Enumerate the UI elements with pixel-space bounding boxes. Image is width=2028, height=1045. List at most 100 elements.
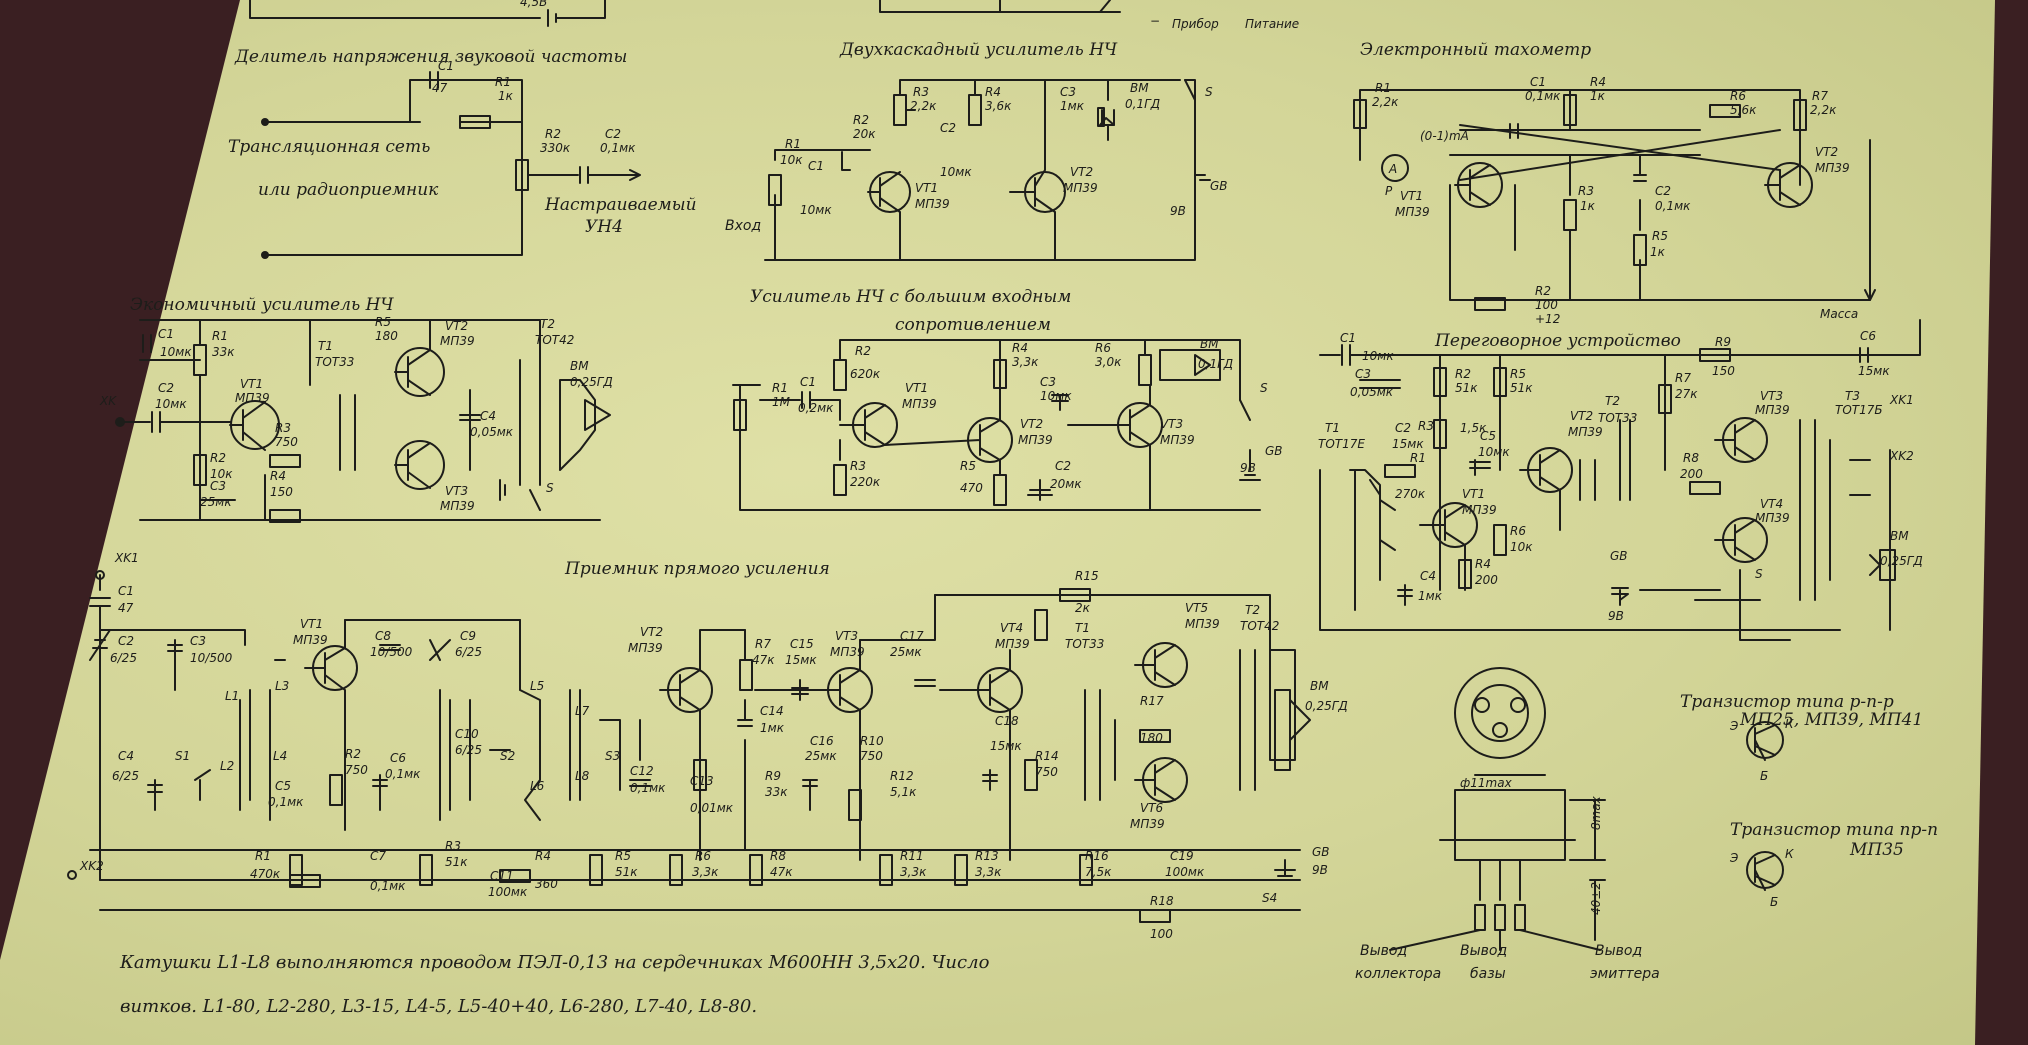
svg-text:C2: C2	[940, 121, 956, 135]
svg-text:1к: 1к	[498, 89, 514, 103]
svg-text:Прибор: Прибор	[1172, 17, 1219, 31]
svg-text:R2: R2	[545, 127, 561, 141]
svg-text:1мк: 1мк	[1418, 589, 1443, 603]
svg-text:коллектора: коллектора	[1355, 966, 1441, 982]
svg-text:9В: 9В	[1608, 609, 1624, 623]
svg-text:S4: S4	[1262, 891, 1277, 905]
svg-text:750: 750	[345, 763, 368, 777]
svg-text:40±2: 40±2	[1589, 882, 1603, 915]
svg-text:C1: C1	[800, 375, 816, 389]
receiver-title: Приемник прямого усиления	[564, 559, 830, 579]
svg-text:25мк: 25мк	[890, 645, 922, 659]
svg-text:VT1: VT1	[905, 381, 928, 395]
svg-text:10мк: 10мк	[940, 165, 972, 179]
svg-text:МП39: МП39	[235, 391, 270, 405]
svg-text:2,2к: 2,2к	[1810, 103, 1837, 117]
svg-text:750: 750	[1035, 765, 1058, 779]
svg-text:10мк: 10мк	[1362, 349, 1394, 363]
svg-text:470: 470	[960, 481, 983, 495]
svg-text:эмиттера: эмиттера	[1590, 966, 1660, 982]
svg-text:T1: T1	[1325, 421, 1340, 435]
svg-text:L1: L1	[225, 689, 239, 703]
intercom-title: Переговорное устройство	[1434, 331, 1681, 351]
svg-text:МП39: МП39	[915, 197, 950, 211]
svg-text:К: К	[1785, 847, 1794, 861]
svg-text:МП39: МП39	[1395, 205, 1430, 219]
svg-text:470к: 470к	[250, 867, 281, 881]
svg-text:МП39: МП39	[1063, 181, 1098, 195]
svg-text:T2: T2	[1605, 394, 1620, 408]
svg-text:3,6к: 3,6к	[985, 99, 1012, 113]
svg-text:C17: C17	[900, 629, 924, 643]
svg-text:100: 100	[1535, 298, 1558, 312]
svg-text:4,5В: 4,5В	[520, 0, 547, 9]
svg-text:47: 47	[118, 601, 134, 615]
svg-text:C4: C4	[118, 749, 134, 763]
svg-text:100: 100	[1150, 927, 1173, 941]
svg-text:R14: R14	[1035, 749, 1059, 763]
svg-text:Транзистор типа пр-п: Транзистор типа пр-п	[1730, 820, 1938, 840]
svg-text:R2: R2	[1455, 367, 1471, 381]
svg-text:9В: 9В	[1240, 461, 1256, 475]
svg-text:47к: 47к	[770, 865, 793, 879]
svg-text:R2: R2	[1535, 284, 1551, 298]
svg-text:VT3: VT3	[835, 629, 858, 643]
svg-text:1мк: 1мк	[1060, 99, 1085, 113]
svg-text:C1: C1	[438, 59, 454, 73]
svg-text:ТОТ33: ТОТ33	[1598, 411, 1637, 425]
svg-text:МП39: МП39	[1815, 161, 1850, 175]
svg-text:МП25, МП39, МП41: МП25, МП39, МП41	[1739, 710, 1923, 730]
svg-text:C12: C12	[630, 764, 654, 778]
svg-text:1к: 1к	[1650, 245, 1666, 259]
svg-text:0,1мк: 0,1мк	[385, 767, 421, 781]
svg-text:C14: C14	[760, 704, 784, 718]
svg-text:C5: C5	[1480, 429, 1496, 443]
svg-text:VT2: VT2	[1570, 409, 1593, 423]
svg-text:10/500: 10/500	[190, 651, 233, 665]
svg-text:R6: R6	[1510, 524, 1526, 538]
svg-text:R6: R6	[1730, 89, 1746, 103]
svg-text:C2: C2	[605, 127, 621, 141]
svg-text:R11: R11	[900, 849, 924, 863]
svg-text:5,1к: 5,1к	[890, 785, 917, 799]
svg-text:3,3к: 3,3к	[692, 865, 719, 879]
svg-text:VT6: VT6	[1140, 801, 1164, 815]
svg-text:C1: C1	[1530, 75, 1546, 89]
svg-text:XK1: XK1	[1889, 393, 1914, 407]
svg-text:R3: R3	[1578, 184, 1594, 198]
svg-text:6/25: 6/25	[110, 651, 137, 665]
svg-text:Трансляционная сеть: Трансляционная сеть	[228, 137, 430, 157]
svg-text:XK2: XK2	[1889, 449, 1914, 463]
svg-text:L7: L7	[575, 704, 590, 718]
svg-text:R3: R3	[275, 421, 291, 435]
svg-text:VT2: VT2	[1815, 145, 1838, 159]
svg-text:L5: L5	[530, 679, 544, 693]
svg-text:+12: +12	[1535, 312, 1560, 326]
svg-text:1к: 1к	[1590, 89, 1606, 103]
svg-text:9В: 9В	[1312, 863, 1328, 877]
svg-text:0,1ГД: 0,1ГД	[1125, 97, 1160, 111]
svg-text:L2: L2	[220, 759, 234, 773]
svg-text:R7: R7	[755, 637, 771, 651]
svg-text:МП39: МП39	[902, 397, 937, 411]
svg-text:R1: R1	[772, 381, 788, 395]
svg-text:0,1мк: 0,1мк	[370, 879, 406, 893]
svg-text:S: S	[1260, 381, 1268, 395]
transistor-package: ф11max 8max 40±2 Вывод коллектора Вывод …	[1355, 667, 1660, 982]
svg-text:C3: C3	[1060, 85, 1076, 99]
svg-text:R16: R16	[1085, 849, 1109, 863]
svg-text:C2: C2	[1055, 459, 1071, 473]
svg-text:Э: Э	[1729, 719, 1739, 733]
svg-text:Вход: Вход	[725, 218, 761, 234]
section-two-stage-amp: Двухкаскадный усилитель НЧ R32,2к R43,6к…	[725, 40, 1228, 261]
section-receiver: Приемник прямого усиления	[67, 551, 1348, 941]
svg-text:R4: R4	[1475, 557, 1491, 571]
svg-text:R3: R3	[913, 85, 929, 99]
svg-text:10мк: 10мк	[155, 397, 187, 411]
svg-text:0,01мк: 0,01мк	[690, 801, 734, 815]
svg-text:R4: R4	[1590, 75, 1606, 89]
svg-text:200: 200	[1680, 467, 1703, 481]
svg-text:10/500: 10/500	[370, 645, 413, 659]
svg-text:VT1: VT1	[300, 617, 323, 631]
